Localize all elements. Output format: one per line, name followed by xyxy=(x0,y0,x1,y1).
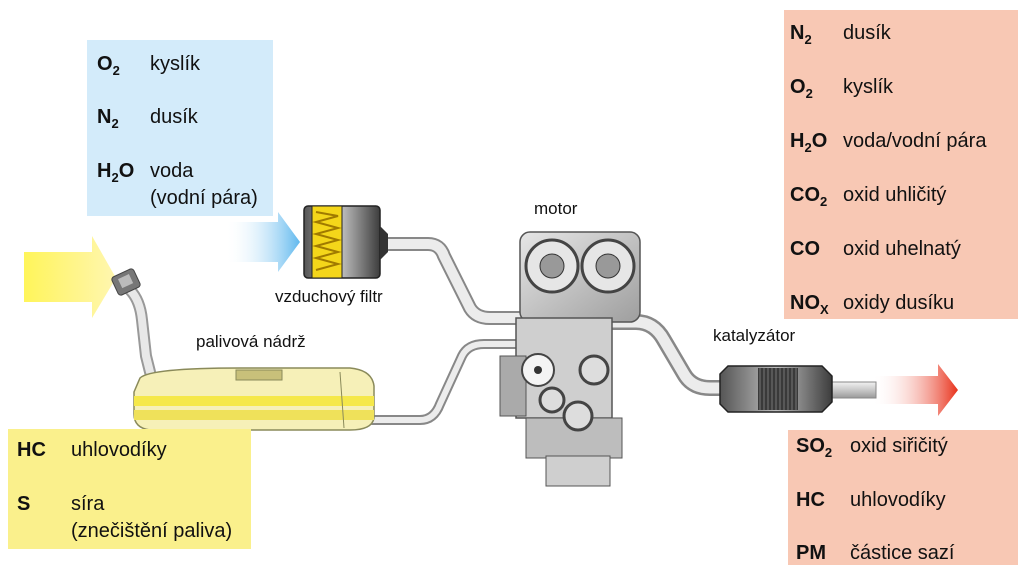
list-item: H2O voda/vodní pára xyxy=(790,129,986,155)
compound-note: (vodní pára) xyxy=(150,187,258,209)
motor-label: motor xyxy=(534,199,578,218)
compound-name: uhlovodíky xyxy=(71,439,167,461)
formula: O2 xyxy=(97,53,120,78)
formula: H2O xyxy=(97,160,135,185)
compound-name: dusík xyxy=(150,106,198,128)
fuel-filler-neck xyxy=(111,268,156,378)
compound-name: dusík xyxy=(843,22,891,44)
compound-name: oxid siřičitý xyxy=(850,435,948,457)
formula: PM xyxy=(796,542,826,564)
compound-name: částice sazí xyxy=(850,542,955,564)
fuel-tank-icon xyxy=(133,367,375,431)
compound-name: síra xyxy=(71,493,105,515)
compound-name: voda/vodní pára xyxy=(843,130,987,152)
engine-icon xyxy=(499,231,641,487)
formula: S xyxy=(17,493,31,515)
list-item: H2O voda (vodní pára) xyxy=(97,159,258,209)
formula: H2O xyxy=(790,130,828,155)
exhaust-composition-box-2: SO2 oxid siřičitý HC uhlovodíky PM části… xyxy=(788,430,1018,565)
catalyst-label: katalyzátor xyxy=(713,326,796,345)
list-item: N2 dusík xyxy=(97,105,198,131)
compound-name: uhlovodíky xyxy=(850,489,946,511)
fuel-arrow-icon xyxy=(24,236,116,318)
list-item: NOX oxidy dusíku xyxy=(790,291,954,317)
list-item: CO oxid uhelnatý xyxy=(790,237,961,261)
exhaust-composition-box: N2 dusík O2 kyslík H2O voda/vodní pára C… xyxy=(784,10,1018,319)
formula: HC xyxy=(796,489,825,511)
compound-note: (znečištění paliva) xyxy=(71,520,233,542)
formula: O2 xyxy=(790,76,813,101)
compound-name: oxid uhelnatý xyxy=(843,238,961,260)
formula: SO2 xyxy=(796,435,833,460)
list-item: HC uhlovodíky xyxy=(17,438,167,462)
formula: HC xyxy=(17,439,46,461)
formula: N2 xyxy=(790,22,812,47)
formula: CO xyxy=(790,238,820,260)
air-composition-box: O2 kyslík N2 dusík H2O voda (vodní pára) xyxy=(87,40,273,216)
list-item: N2 dusík xyxy=(790,21,891,47)
formula: N2 xyxy=(97,106,119,131)
formula: CO2 xyxy=(790,184,828,209)
catalytic-converter-icon xyxy=(719,365,833,413)
compound-name: voda xyxy=(150,160,194,182)
air-filter-label: vzduchový filtr xyxy=(275,287,383,306)
air-intake-arrow-icon xyxy=(225,212,300,272)
compound-name: kyslík xyxy=(150,53,200,75)
formula: NOX xyxy=(790,292,829,317)
list-item: O2 kyslík xyxy=(97,52,200,78)
air-filter-icon xyxy=(303,205,388,279)
list-item: S síra (znečištění paliva) xyxy=(17,492,232,542)
list-item: O2 kyslík xyxy=(790,75,893,101)
compound-name: oxidy dusíku xyxy=(843,292,955,314)
list-item: PM částice sazí xyxy=(796,541,954,565)
exhaust-arrow-icon xyxy=(872,364,958,416)
list-item: CO2 oxid uhličitý xyxy=(790,183,946,209)
list-item: HC uhlovodíky xyxy=(796,488,946,512)
fuel-composition-box: HC uhlovodíky S síra (znečištění paliva) xyxy=(8,429,251,549)
fuel-tank-label: palivová nádrž xyxy=(196,332,306,351)
compound-name: oxid uhličitý xyxy=(843,184,947,206)
compound-name: kyslík xyxy=(843,76,893,98)
list-item: SO2 oxid siřičitý xyxy=(796,434,948,460)
